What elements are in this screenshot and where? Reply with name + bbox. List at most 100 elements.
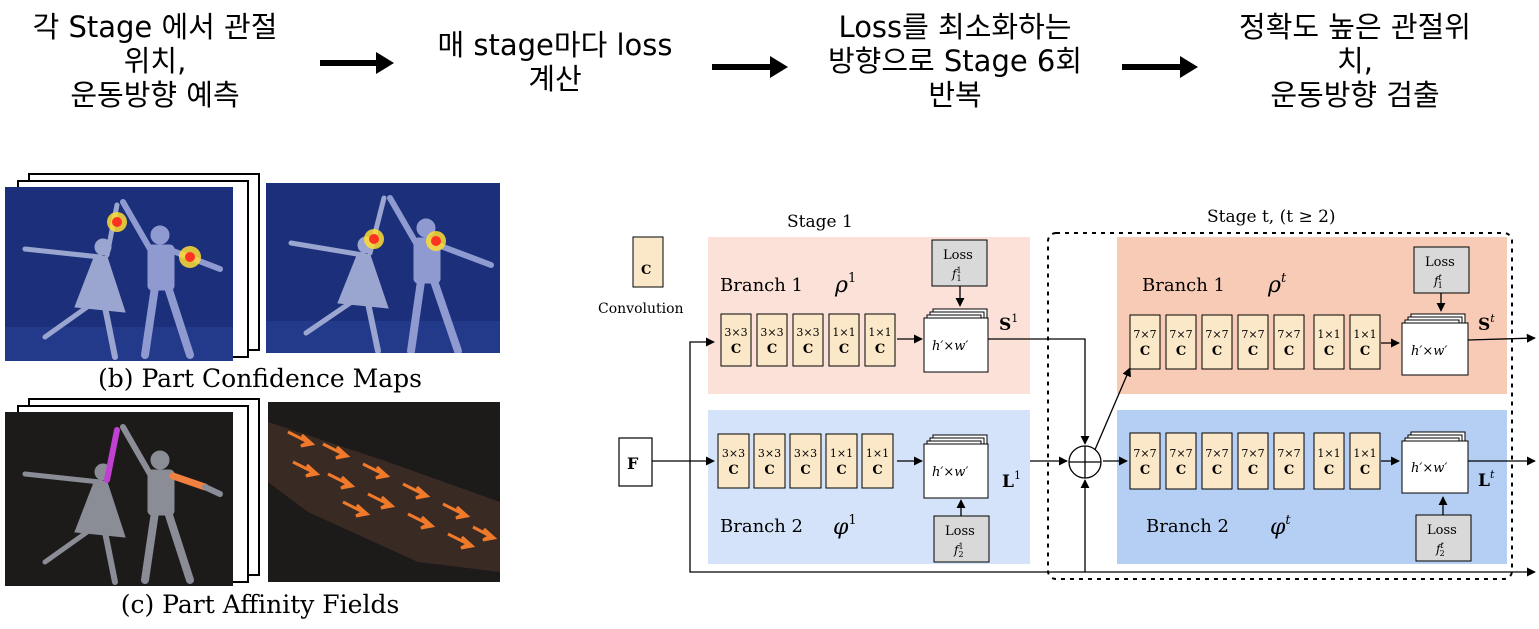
- stage-t-branch-2-conv-block: 1×1C: [1313, 432, 1345, 490]
- stage-1-L-label: L1: [1002, 469, 1021, 492]
- svg-text:1×1: 1×1: [1353, 328, 1376, 341]
- dancers-confidence-illustration: [5, 187, 233, 361]
- stage-t-branch-2-phi: φt: [1270, 513, 1291, 540]
- svg-text:7×7: 7×7: [1205, 328, 1228, 341]
- paf-arrow-field: [268, 402, 500, 582]
- svg-text:C: C: [1284, 463, 1294, 478]
- svg-text:1×1: 1×1: [1317, 328, 1340, 341]
- svg-text:1×1: 1×1: [868, 326, 891, 339]
- input-F-block: [618, 437, 653, 487]
- stage-t-branch-2-label: Branch 2: [1146, 516, 1229, 537]
- stage-t-branch-2-conv-block: 7×7C: [1237, 432, 1269, 490]
- stage-t-title: Stage t, (t ≥ 2): [1207, 207, 1336, 227]
- stage-1-branch-1-label: Branch 1: [720, 275, 803, 296]
- stage-1-branch-2-conv-block: 3×3C: [753, 433, 786, 489]
- stage-t-branch-1-label: Branch 1: [1142, 275, 1225, 296]
- stage-1-branch-2-conv-blocks: 3×3C3×3C3×3C1×1C1×1C: [717, 433, 894, 489]
- svg-text:Loss: Loss: [943, 248, 973, 263]
- stage-1-branch-1-rho: ρ1: [834, 271, 856, 298]
- stage-t-L-output-stack: h′×w′: [1401, 431, 1469, 494]
- svg-text:C: C: [1324, 463, 1334, 478]
- svg-text:7×7: 7×7: [1133, 328, 1156, 341]
- svg-text:f12: f12: [953, 542, 964, 559]
- concat-sum-node: [1068, 445, 1102, 479]
- flow-arrow-1: [320, 52, 394, 74]
- svg-text:3×3: 3×3: [794, 447, 817, 460]
- flow-step-1: 각 Stage 에서 관절 위치, 운동방향 예측: [32, 10, 278, 112]
- svg-text:1×1: 1×1: [866, 447, 889, 460]
- svg-text:7×7: 7×7: [1169, 328, 1192, 341]
- stage-1-branch-1-conv-block: 3×3C: [792, 313, 824, 367]
- stage-t-branch-1-conv-blocks: 7×7C7×7C7×7C7×7C7×7C1×1C1×1C: [1129, 314, 1381, 370]
- svg-text:Loss: Loss: [945, 524, 975, 539]
- svg-text:1×1: 1×1: [1317, 447, 1340, 460]
- svg-text:C: C: [1360, 344, 1370, 359]
- flow-arrow-3: [1122, 56, 1198, 78]
- svg-text:3×3: 3×3: [796, 326, 819, 339]
- stage-t-branch-2-conv-blocks: 7×7C7×7C7×7C7×7C7×7C1×1C1×1C: [1129, 432, 1381, 490]
- svg-text:C: C: [1360, 463, 1370, 478]
- convolution-legend-block: [632, 236, 664, 288]
- convolution-legend-symbol: C: [641, 263, 651, 278]
- stage-t-branch-1-conv-block: 7×7C: [1237, 314, 1269, 370]
- confidence-map-image-front: [5, 187, 233, 361]
- stage-t-branch-1-conv-block: 1×1C: [1349, 314, 1381, 370]
- stage-1-branch-2-phi: φ1: [833, 513, 857, 540]
- svg-text:C: C: [803, 342, 813, 357]
- convolution-legend-label: Convolution: [598, 301, 684, 317]
- dancers-affinity-illustration: [5, 412, 233, 586]
- svg-text:C: C: [1248, 463, 1258, 478]
- stage-1-branch-1-conv-blocks: 3×3C3×3C3×3C1×1C1×1C: [720, 313, 896, 367]
- stage-t-L-label: Lt: [1478, 468, 1495, 491]
- stage-1-branch-2-conv-block: 3×3C: [789, 433, 822, 489]
- stage-1-title: Stage 1: [787, 212, 853, 232]
- svg-text:C: C: [1248, 344, 1258, 359]
- svg-text:h′×w′: h′×w′: [1411, 344, 1447, 359]
- stage-t-branch-1-rho: ρt: [1267, 271, 1287, 298]
- stage-t-S-output-stack: h′×w′: [1401, 313, 1469, 376]
- svg-text:C: C: [800, 463, 810, 478]
- svg-text:C: C: [1212, 463, 1222, 478]
- svg-text:Loss: Loss: [1425, 255, 1455, 270]
- stage-t-branch-2-conv-block: 7×7C: [1273, 432, 1305, 490]
- svg-text:ft2: ft2: [1435, 541, 1445, 558]
- svg-text:1×1: 1×1: [1353, 447, 1376, 460]
- diagram-connectors: [652, 286, 1536, 577]
- svg-text:h′×w′: h′×w′: [1411, 461, 1447, 476]
- svg-text:C: C: [839, 342, 849, 357]
- flow-step-3: Loss를 최소화하는 방향으로 Stage 6회 반복: [827, 10, 1083, 112]
- stage-t-branch-2-conv-block: 7×7C: [1129, 432, 1161, 490]
- svg-text:7×7: 7×7: [1241, 328, 1264, 341]
- paf-arrows: [287, 430, 498, 550]
- svg-text:h′×w′: h′×w′: [932, 465, 968, 480]
- stage-t-dashed-border: [1047, 232, 1513, 580]
- stage-1-branch-1-conv-block: 3×3C: [756, 313, 788, 367]
- stage-1-L-output-stack: h′×w′: [923, 434, 989, 499]
- stage-1-branch-2-conv-block: 1×1C: [861, 433, 894, 489]
- svg-text:C: C: [728, 463, 738, 478]
- svg-text:C: C: [872, 463, 882, 478]
- stage-1-branch-1-conv-block: 3×3C: [720, 313, 752, 367]
- svg-text:7×7: 7×7: [1277, 447, 1300, 460]
- stage-t-branch-1-conv-block: 7×7C: [1129, 314, 1161, 370]
- svg-text:C: C: [1140, 344, 1150, 359]
- stage-t-branch-1-conv-block: 7×7C: [1201, 314, 1233, 370]
- svg-text:7×7: 7×7: [1277, 328, 1300, 341]
- affinity-field-zoom-image: [268, 402, 500, 582]
- svg-text:C: C: [731, 342, 741, 357]
- flow-step-2: 매 stage마다 loss 계산: [437, 28, 673, 96]
- stage-1-branch-1-conv-block: 1×1C: [864, 313, 896, 367]
- flow-step-4: 정확도 높은 관절위 치, 운동방향 검출: [1239, 10, 1471, 112]
- svg-text:3×3: 3×3: [758, 447, 781, 460]
- svg-text:C: C: [836, 463, 846, 478]
- stage-1-branch-1-conv-block: 1×1C: [828, 313, 860, 367]
- svg-text:1×1: 1×1: [832, 326, 855, 339]
- svg-text:C: C: [1284, 344, 1294, 359]
- stage-t-branch-1-conv-block: 1×1C: [1313, 314, 1345, 370]
- stage-t-S-label: St: [1478, 312, 1495, 335]
- svg-text:C: C: [1140, 463, 1150, 478]
